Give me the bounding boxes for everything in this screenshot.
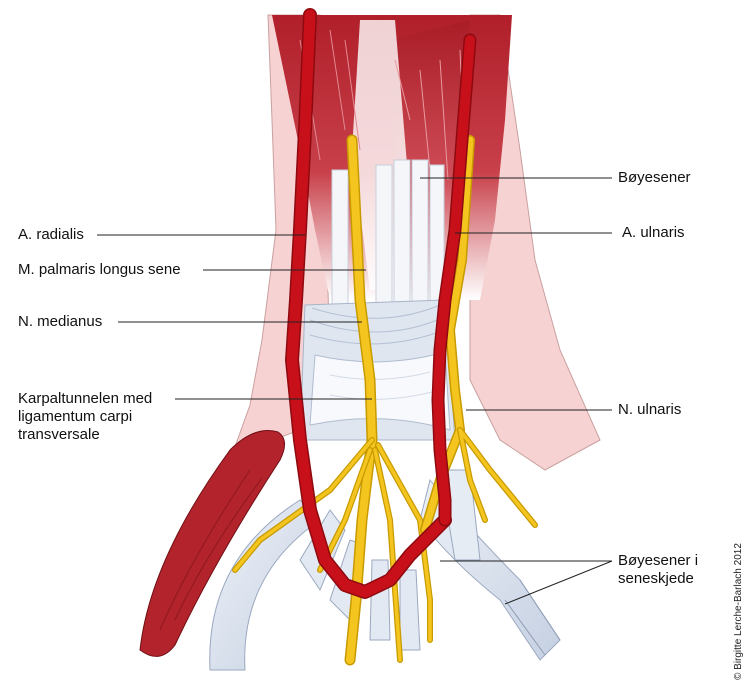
label-a-ulnaris: A. ulnaris [622,224,685,241]
label-n-ulnaris: N. ulnaris [618,401,682,418]
label-boyesener: Bøyesener [618,169,691,186]
label-n-medianus: N. medianus [18,313,103,330]
copyright-credit: © Birgitte Lerche-Barlach 2012 [733,543,744,680]
detached-muscle [139,430,285,657]
label-m-palmaris-longus: M. palmaris longus sene [18,261,181,278]
ulnar-artery [431,33,477,527]
label-karpaltunnel-line3: transversale [18,426,100,443]
label-boyesener-seneskjede-line2: seneskjede [618,570,694,587]
radial-artery [285,8,452,599]
label-boyesener-seneskjede-line1: Bøyesener i [618,552,699,569]
leader-lines [97,177,613,605]
label-karpaltunnel-line1: Karpaltunnelen med [18,390,153,407]
flexor-tendons [331,159,445,311]
carpal-tunnel-ligament [299,299,456,441]
tendon-sheaths [209,469,561,671]
label-a-radialis: A. radialis [18,226,84,243]
label-karpaltunnel-line2: ligamentum carpi [18,408,133,425]
